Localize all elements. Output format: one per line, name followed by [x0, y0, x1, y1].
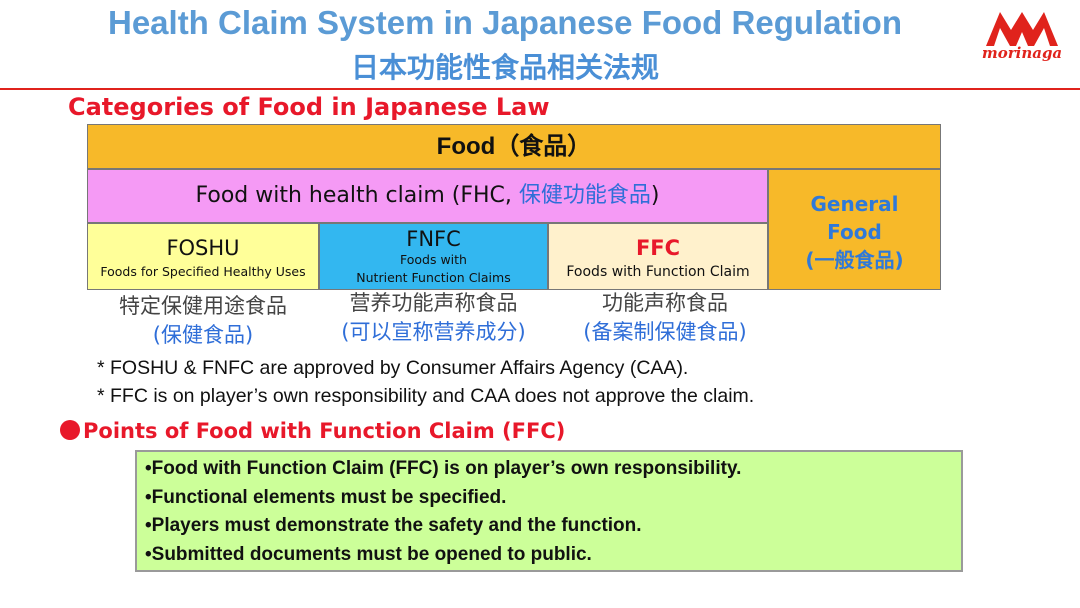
fnfc-subtitle-2: Nutrient Function Claims — [356, 270, 511, 285]
foshu-title: FOSHU — [166, 236, 240, 260]
general-food-box: General Food (一般食品) — [768, 169, 941, 290]
fnfc-cn-line2: (可以宣称营养成分) — [341, 320, 526, 344]
fnfc-subtitle-1: Foods with — [400, 252, 467, 267]
food-category-box: Food（食品） — [87, 124, 941, 169]
fhc-label-cn: 保健功能食品 — [518, 183, 651, 208]
ffc-cn-line2: (备案制保健食品) — [583, 320, 747, 344]
bullet-circle-icon — [60, 420, 80, 440]
section-heading-categories: Categories of Food in Japanese Law — [68, 93, 550, 121]
ffc-point-4: •Submitted documents must be opened to p… — [145, 543, 592, 565]
logo-wordmark: morinaga — [981, 44, 1063, 62]
note-responsibility: * FFC is on player’s own responsibility … — [97, 385, 755, 407]
foshu-cn-line1: 特定保健用途食品 — [119, 294, 287, 318]
foshu-subtitle: Foods for Specified Healthy Uses — [100, 264, 306, 279]
fnfc-cn-label: 营养功能声称食品 (可以宣称营养成分) — [319, 289, 548, 347]
section-heading-ffc-points: Points of Food with Function Claim (FFC) — [60, 419, 565, 443]
food-label: Food（食品） — [436, 133, 592, 160]
ffc-box: FFC Foods with Function Claim — [548, 223, 768, 290]
slide-title-cn: 日本功能性食品相关法规 — [350, 52, 659, 83]
header-divider — [0, 88, 1080, 90]
foshu-box: FOSHU Foods for Specified Healthy Uses — [87, 223, 319, 290]
ffc-point-1: •Food with Function Claim (FFC) is on pl… — [145, 458, 742, 479]
note-approval: * FOSHU & FNFC are approved by Consumer … — [97, 357, 689, 379]
ffc-cn-label: 功能声称食品 (备案制保健食品) — [548, 289, 782, 347]
general-food-line3: (一般食品) — [805, 248, 904, 272]
fnfc-cn-line1: 营养功能声称食品 — [349, 291, 518, 315]
ffc-cn-line1: 功能声称食品 — [602, 291, 728, 315]
ffc-points-box: •Food with Function Claim (FFC) is on pl… — [135, 450, 963, 572]
general-food-line1: General — [810, 192, 899, 216]
general-food-line2: Food — [827, 220, 882, 244]
ffc-subtitle: Foods with Function Claim — [566, 264, 750, 280]
foshu-cn-line2: (保健食品) — [152, 323, 254, 347]
foshu-cn-label: 特定保健用途食品 (保健食品) — [87, 292, 319, 350]
slide-title-en: Health Claim System in Japanese Food Reg… — [107, 4, 902, 41]
ffc-point-2: •Functional elements must be specified. — [145, 486, 507, 508]
fhc-label-close: ) — [650, 183, 660, 208]
ffc-point-3: •Players must demonstrate the safety and… — [145, 515, 642, 536]
fhc-category-box: Food with health claim (FHC, 保健功能食品) — [87, 169, 768, 223]
fhc-label-en: Food with health claim (FHC, — [195, 183, 519, 208]
morinaga-logo-icon — [986, 12, 1058, 46]
ffc-points-heading-text: Points of Food with Function Claim (FFC) — [83, 419, 566, 443]
ffc-title: FFC — [635, 236, 681, 260]
fnfc-box: FNFC Foods with Nutrient Function Claims — [319, 223, 548, 290]
fnfc-title: FNFC — [406, 227, 461, 251]
